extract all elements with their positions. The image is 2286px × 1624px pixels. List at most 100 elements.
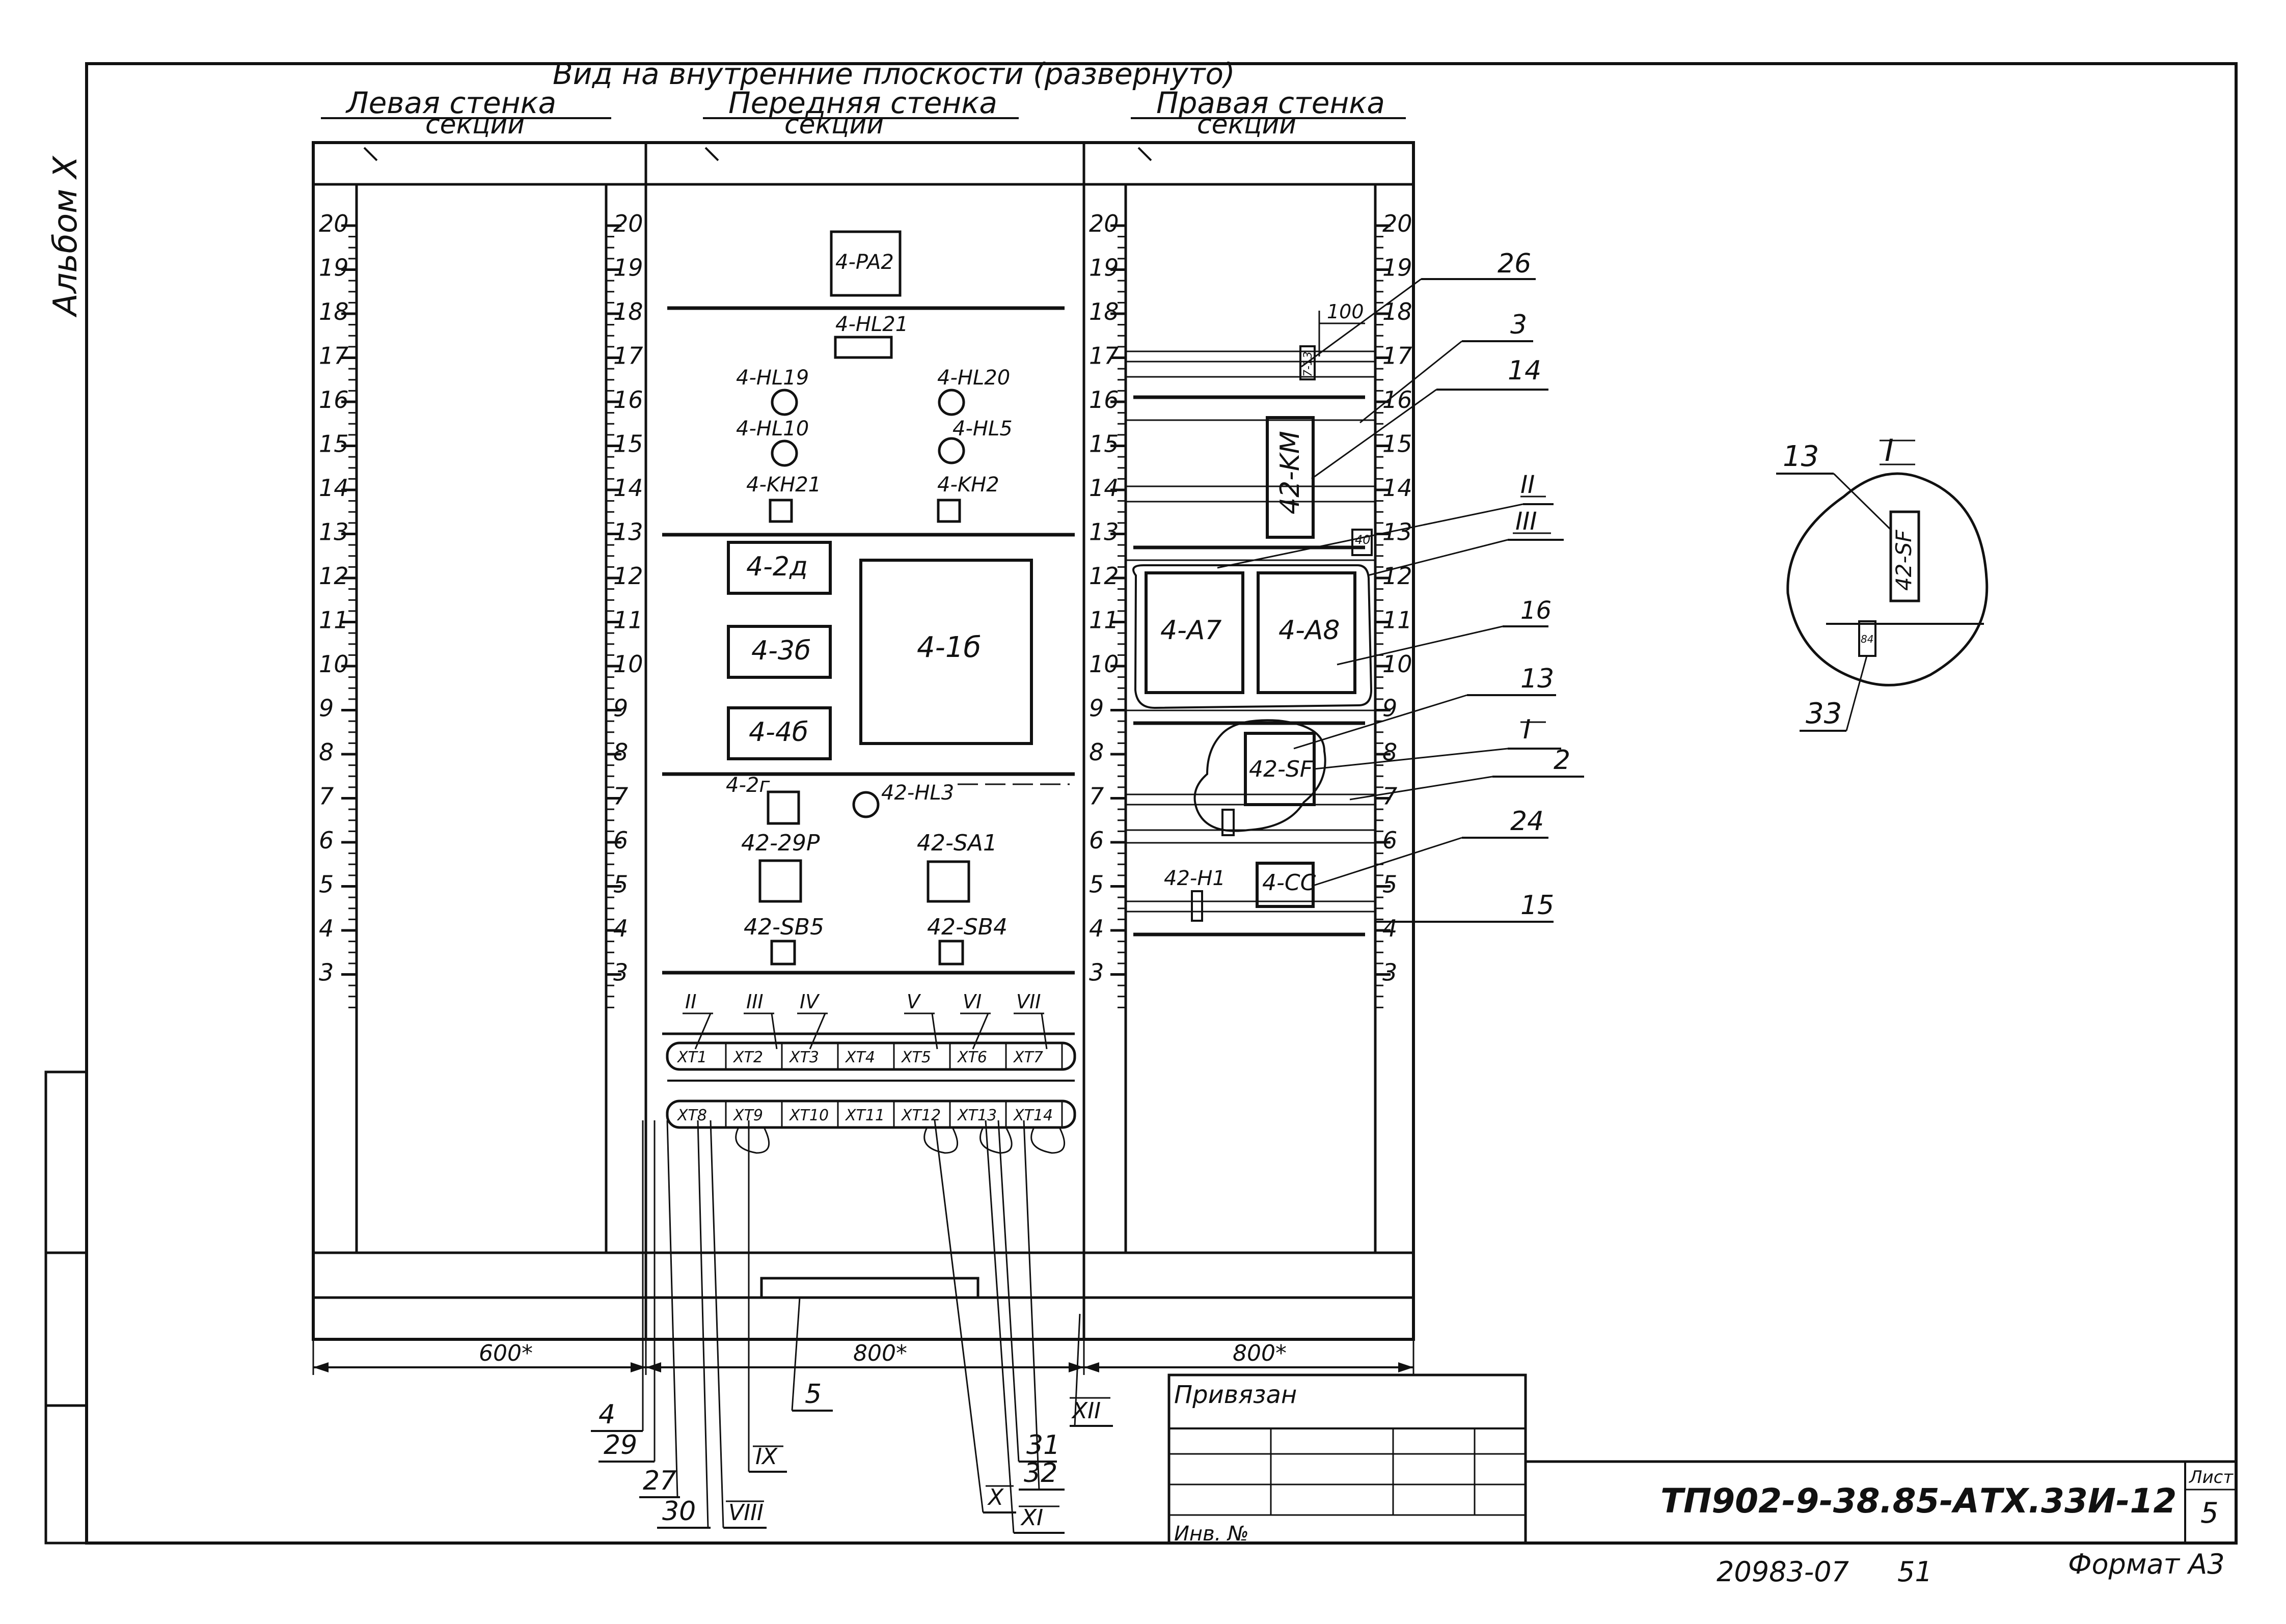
scale-number: 5 — [1382, 871, 1397, 898]
scale-number: 5 — [319, 871, 334, 898]
front-wall-devices: 4-PA2 4-HL21 4-HL19 4-HL20 4-HL10 4-HL5 … — [662, 230, 1075, 975]
svg-text:2: 2 — [1554, 745, 1570, 776]
device-42-h1 — [1191, 890, 1203, 922]
svg-text:26: 26 — [1498, 249, 1531, 279]
svg-text:15: 15 — [1520, 890, 1554, 921]
scale-number: 18 — [1089, 298, 1119, 325]
scale-number: 14 — [613, 474, 643, 502]
sheet-frame — [85, 62, 2238, 1545]
scale-number: 8 — [1089, 738, 1104, 766]
scale-number: 17 — [613, 342, 643, 370]
svg-text:42-HL3: 42-HL3 — [881, 781, 954, 805]
device-small-mid — [1351, 529, 1373, 556]
document-code: ТП902-9-38.85-АТХ.33И-12 — [1661, 1481, 2176, 1521]
terminal-label: XT7 — [1013, 1049, 1043, 1066]
svg-text:Левая стенка: Левая стенка — [345, 86, 556, 120]
svg-text:4-HL5: 4-HL5 — [953, 417, 1013, 441]
svg-text:4-3б: 4-3б — [751, 636, 811, 666]
button-42-sb4 — [938, 940, 964, 966]
cloud-a7-a8 — [1132, 564, 1373, 709]
terminal-label: XT6 — [957, 1049, 987, 1066]
scale-number: 9 — [613, 695, 628, 722]
scale-number: 10 — [1382, 650, 1412, 678]
scale-number: 10 — [613, 650, 643, 678]
svg-text:4-CC: 4-CC — [1262, 870, 1316, 896]
device-small-top — [1299, 345, 1316, 380]
device-4-2d — [727, 541, 832, 595]
view-title: Вид на внутренние плоскости (развернуто) — [553, 57, 1235, 91]
scale-number: 19 — [613, 254, 643, 282]
scale-number: 10 — [1089, 650, 1119, 678]
terminal-label: XT9 — [732, 1107, 763, 1124]
svg-text:13: 13 — [1783, 440, 1819, 473]
scale-number: 13 — [1089, 518, 1119, 546]
device-4-a7 — [1145, 571, 1244, 694]
svg-text:4-HL10: 4-HL10 — [736, 417, 809, 441]
scale-number: 12 — [1382, 562, 1412, 590]
binding-strip — [44, 1070, 88, 1545]
svg-text:III: III — [1515, 507, 1537, 536]
lamp-hl5 — [938, 437, 965, 464]
scale-number: 7 — [319, 783, 334, 810]
svg-text:31: 31 — [1026, 1430, 1060, 1461]
device-42-29p — [758, 859, 802, 903]
scale-number: 13 — [613, 518, 643, 546]
cloud-sf — [1193, 719, 1326, 832]
svg-text:Передняя стенка: Передняя стенка — [728, 86, 997, 120]
scale-number: 4 — [1382, 915, 1397, 942]
device-4-2g — [767, 790, 800, 825]
scale-number: 18 — [319, 298, 349, 325]
svg-text:Правая стенка: Правая стенка — [1156, 86, 1385, 120]
svg-text:33: 33 — [1806, 697, 1842, 730]
scale-number: 20 — [1089, 210, 1119, 237]
device-pa2 — [830, 230, 902, 297]
scale-number: 6 — [319, 827, 334, 854]
device-4-a8 — [1257, 571, 1356, 694]
archive-number: 20983-07 — [1717, 1556, 1849, 1588]
svg-text:секции: секции — [425, 109, 525, 140]
svg-text:4-1б: 4-1б — [917, 631, 981, 664]
svg-text:100: 100 — [1327, 300, 1364, 323]
wall-header-right: Правая стенка секции — [1131, 86, 1406, 140]
svg-text:секции: секции — [1197, 109, 1296, 140]
terminal-label: XT8 — [676, 1107, 707, 1124]
terminal-mark: VI — [963, 990, 982, 1013]
terminal-mark: VII — [1016, 990, 1041, 1013]
svg-text:42-KM: 42-KM — [1275, 431, 1305, 514]
scale-number: 16 — [613, 386, 643, 414]
terminal-label: XT4 — [845, 1049, 875, 1066]
svg-text:600*: 600* — [479, 1340, 533, 1366]
scale-number: 13 — [319, 518, 349, 546]
wall-header-front: Передняя стенка секции — [703, 86, 1019, 140]
svg-text:13: 13 — [1520, 664, 1554, 694]
svg-text:IX: IX — [755, 1444, 778, 1470]
scale-number: 10 — [319, 650, 349, 678]
svg-text:I: I — [1523, 714, 1531, 745]
scale-number: 16 — [1089, 386, 1119, 414]
terminal-label: XT5 — [901, 1049, 931, 1066]
scale-number: 20 — [319, 210, 349, 237]
scale-number: 18 — [1382, 298, 1412, 325]
scale-number: 15 — [1089, 430, 1119, 458]
device-4-3b — [727, 625, 832, 679]
scale-number: 11 — [1382, 607, 1412, 634]
button-kh2 — [937, 499, 961, 523]
scale-number: 20 — [613, 210, 643, 237]
scale-number: 19 — [1089, 254, 1119, 282]
svg-text:XII: XII — [1071, 1398, 1101, 1424]
title-block: Привязан Инв. № ТП902-9-38.85-АТХ.33И-12… — [1167, 1373, 2236, 1588]
svg-text:4-A8: 4-A8 — [1278, 615, 1340, 646]
terminal-label: XT10 — [788, 1107, 829, 1124]
svg-text:30: 30 — [662, 1496, 696, 1527]
scale-number: 17 — [1382, 342, 1412, 370]
svg-text:4-PA2: 4-PA2 — [835, 251, 894, 274]
terminal-mark: III — [746, 990, 764, 1013]
page-number: 51 — [1897, 1556, 1933, 1588]
bottom-callouts: 5 4 29 27 30 VIII IX X XI 31 3 — [591, 1120, 1113, 1534]
svg-text:42-SF: 42-SF — [1891, 530, 1916, 591]
scale-number: 16 — [1382, 386, 1412, 414]
svg-text:4-HL21: 4-HL21 — [835, 313, 908, 336]
privyazan-label: Привязан — [1174, 1381, 1297, 1409]
